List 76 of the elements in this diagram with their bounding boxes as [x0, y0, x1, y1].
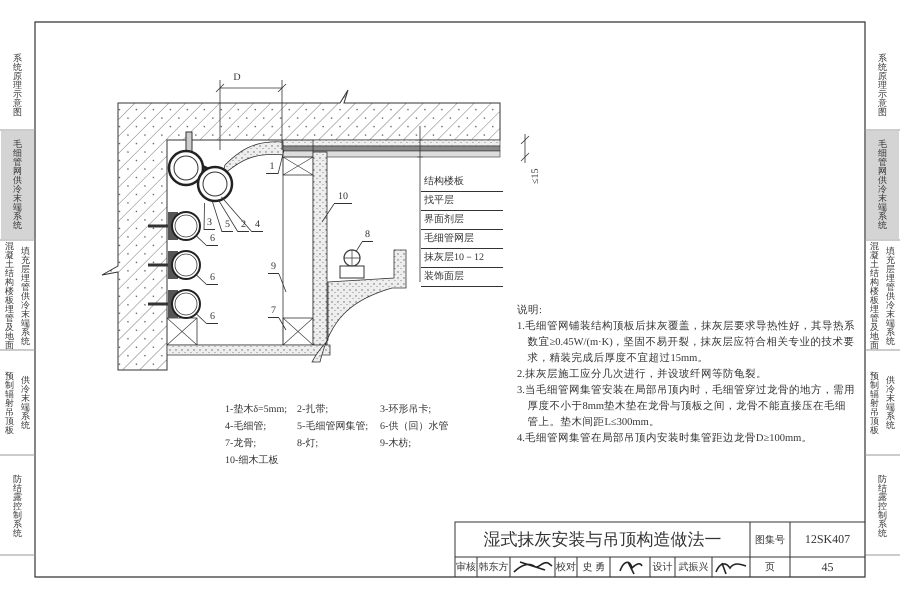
tab-label: 混凝土结构楼板埋管及地面 [869, 242, 880, 350]
drawing-title: 湿式抹灰安装与吊顶构造做法一 [482, 529, 722, 552]
callout-number: 4 [252, 218, 263, 232]
part-list-item: 6-供（回）水管 [380, 420, 450, 434]
title-block-label: 审核 [455, 560, 477, 575]
leader-line [278, 274, 286, 292]
leader-line [356, 242, 362, 252]
manifold-drawing [168, 132, 234, 202]
title-block-value: 史 勇 [581, 560, 606, 575]
tab-label: 填充层埋管供冷末端系统 [20, 246, 31, 346]
part-list-item: 4-毛细管; [225, 420, 268, 434]
note-text: 2.抹灰层施工应分几次进行，并设玻纤网等防龟裂。 [517, 367, 768, 382]
part-list-item: 1-垫木δ=5mm; [225, 403, 288, 417]
note-text: 4.毛细管网集管在局部吊顶内安装时集管距边龙骨D≥100mm。 [517, 431, 814, 446]
leader-line [218, 198, 238, 232]
leader-line [196, 235, 208, 246]
callout-number: 10 [334, 190, 352, 204]
leader-line [196, 313, 208, 324]
leader-line [278, 318, 286, 330]
layer-label: 毛细管网层 [421, 230, 503, 249]
title-block-value: 韩东方 [478, 560, 510, 575]
tab-label: 系统原理示意图 [877, 54, 888, 116]
pipe-circle [171, 250, 201, 280]
layer-label: 抹灰层10－12 [421, 249, 503, 268]
part-list-item: 10-细木工板 [225, 454, 280, 468]
callout-number: 6 [207, 232, 218, 246]
title-block-value: 12SK407 [804, 531, 852, 548]
callout-number: 3 [204, 216, 215, 230]
pipe-circle [171, 211, 201, 241]
callout-number: 6 [207, 271, 218, 285]
tab-label: 预制辐射吊顶板 [4, 372, 15, 434]
part-list-item: 7-龙骨; [225, 437, 258, 451]
title-block-value: 武振兴 [678, 560, 710, 575]
dimension-label: D [232, 70, 242, 84]
layer-label: 界面剂层 [421, 211, 503, 230]
callout-number: 8 [362, 228, 373, 242]
title-block-value: 45 [820, 558, 834, 576]
dimension-label: ≤15 [530, 168, 542, 184]
layer-label: 找平层 [421, 192, 503, 211]
part-list-item: 8-灯; [297, 437, 320, 451]
tab-label: 供冷末端系统 [885, 376, 896, 430]
tab-label: 供冷末端系统 [20, 376, 31, 430]
tab-label: 混凝土结构楼板埋管及地面 [4, 242, 15, 350]
part-list-item: 9-木枋; [380, 437, 412, 451]
callout-number: 6 [207, 310, 218, 324]
tab-label: 防结露控制系统 [877, 474, 888, 538]
tab-label: 毛细管网供冷末端系统 [877, 140, 888, 230]
note-heading: 说明: [517, 304, 543, 318]
callout-number: 1 [266, 160, 278, 174]
title-block-label: 页 [764, 561, 776, 575]
tab-label: 毛细管网供冷末端系统 [12, 140, 23, 230]
part-list-item: 3-环形吊卡; [380, 403, 432, 417]
part-list-item: 2-扎带; [297, 403, 330, 417]
leader-line [196, 274, 208, 286]
callout-number: 7 [268, 304, 279, 318]
note-text: 1.毛细管网铺装结构顶板后抹灰覆盖，抹灰层要求导热性好，其导热系数宜≥0.45W/(m·K)，坚固不易开裂，抹灰层应符合相关专业的技术要求，精装完成后厚度不宜超过15mm。 [517, 319, 856, 366]
lamp-drawing [340, 249, 364, 278]
pipe-circle [171, 289, 201, 319]
leader-line [204, 202, 205, 230]
callout-number: 9 [268, 260, 279, 274]
tab-label: 填充层埋管供冷末端系统 [885, 246, 896, 346]
tab-label: 系统原理示意图 [12, 54, 23, 116]
part-list-item: 5-毛细管网集管; [297, 420, 370, 434]
tab-label: 预制辐射吊顶板 [869, 372, 880, 434]
callout-number: 5 [222, 218, 233, 232]
title-block-label: 图集号 [754, 534, 786, 548]
title-block-label: 设计 [652, 560, 674, 575]
title-block-label: 校对 [555, 560, 577, 575]
leader-line [221, 196, 252, 232]
leader-line [278, 150, 284, 174]
note-text: 3.当毛细管网集管安装在局部吊顶内时，毛细管穿过龙骨的地方，需用厚度不小于8mm垫木垫在龙骨与顶板之间，龙骨不能直接压在毛细管上。垫木间距L≤300mm。 [517, 383, 856, 430]
tab-label: 防结露控制系统 [12, 474, 23, 538]
layer-label: 结构楼板 [421, 173, 503, 192]
leader-line [212, 201, 222, 232]
leader-line [322, 204, 334, 222]
layer-label: 装饰面层 [421, 268, 503, 287]
